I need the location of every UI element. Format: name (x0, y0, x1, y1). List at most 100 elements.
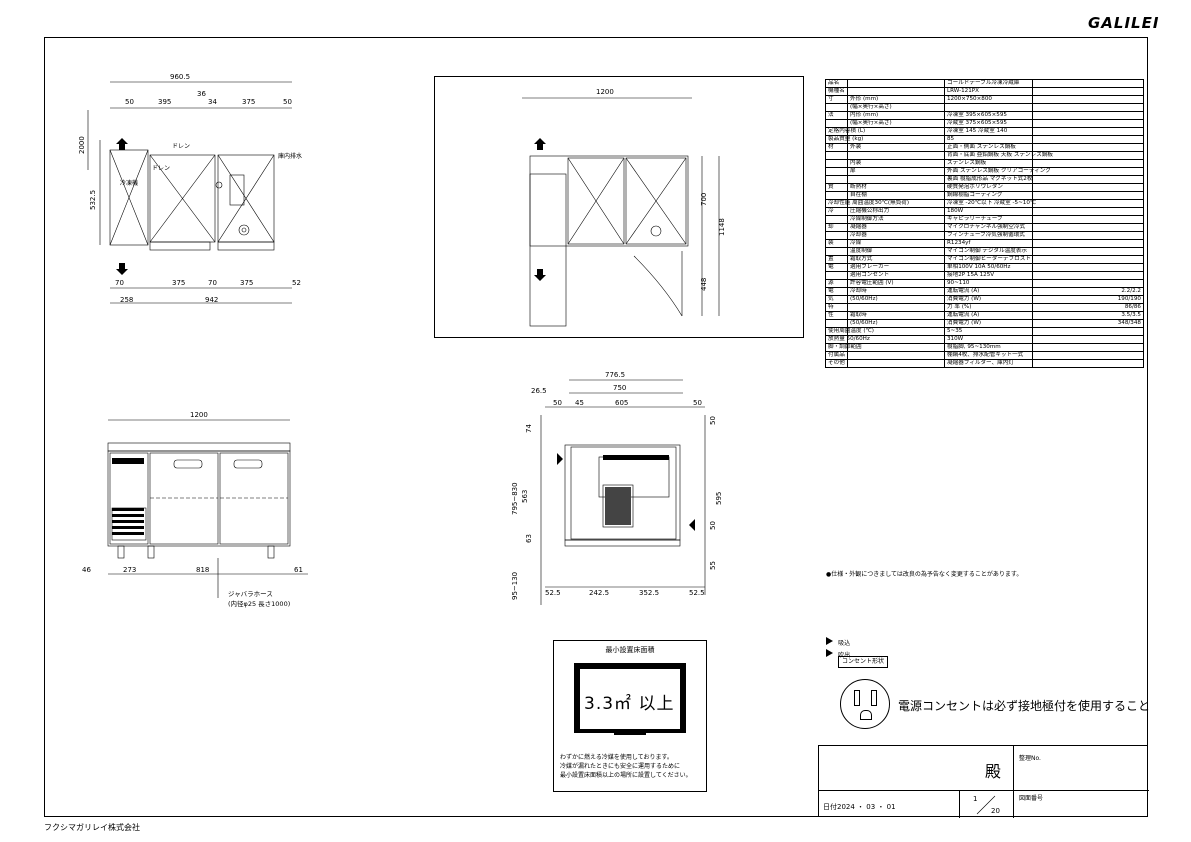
spec-cell: 190/190 (1032, 295, 1144, 304)
spec-cell (1032, 343, 1144, 352)
spec-cell: LRW-121PX (944, 87, 1033, 96)
spec-row: 気(50/60Hz)消費電力 (W)190/190 (825, 295, 1144, 304)
svg-text:448: 448 (700, 278, 708, 291)
spec-cell (1032, 111, 1144, 120)
spec-cell: マイクロチャンネル強制空冷式 (944, 223, 1033, 232)
spec-cell: 凝縮器フィルター、庫内灯 (944, 359, 1033, 368)
side-view-box: 1200 700 1148 448 (434, 76, 804, 338)
spec-cell: 2.2/2.2 (1032, 287, 1144, 296)
spec-cell (1032, 103, 1144, 112)
svg-text:36: 36 (197, 90, 206, 98)
svg-text:273: 273 (123, 566, 136, 574)
spec-cell: 5~35 (944, 327, 1033, 336)
spec-cell: 使用周囲温度 (℃) (825, 327, 874, 336)
svg-text:1200: 1200 (190, 411, 208, 419)
spec-cell: 裏面 樹脂成形品 マグネット式2枚 (944, 175, 1033, 184)
svg-text:595: 595 (715, 492, 723, 505)
spec-cell (825, 151, 848, 160)
spec-cell: 寸 (825, 95, 848, 104)
spec-cell (1032, 239, 1144, 248)
spec-row: 源許容電圧範囲 (V)90~110 (825, 279, 1144, 288)
spec-cell (1032, 351, 1144, 360)
spec-cell (847, 79, 945, 88)
spec-cell: 装 (825, 239, 848, 248)
svg-text:55: 55 (709, 561, 717, 570)
spec-cell: 鋼線樹脂コーティング (944, 191, 1033, 200)
svg-text:352.5: 352.5 (639, 589, 659, 597)
spec-cell: (幅×奥行×高さ) (847, 119, 945, 128)
spec-row: 適用コンセント接地2P 15A 125V (825, 271, 1144, 280)
svg-text:776.5: 776.5 (605, 371, 625, 379)
intake-label: 吸込 (838, 640, 851, 647)
spec-row: (幅×奥行×高さ) (825, 103, 1144, 112)
spec-cell: 棚網4枚、排水配管キット一式 (944, 351, 1033, 360)
spec-cell (1032, 79, 1144, 88)
spec-row: 質断熱材硬質発泡ポリウレタン (825, 183, 1144, 192)
svg-text:45: 45 (575, 399, 584, 407)
spec-cell: 定格内容積 (L) (825, 127, 865, 136)
spec-cell: 適用ブレーカー (847, 263, 945, 272)
spec-cell: 扉 (847, 167, 945, 176)
spec-row: 自在棚鋼線樹脂コーティング (825, 191, 1144, 200)
spec-cell (1032, 359, 1144, 368)
spec-row: 裏面 樹脂成形品 マグネット式2枚 (825, 175, 1144, 184)
spec-cell: 内装 (847, 159, 945, 168)
spec-cell (825, 175, 848, 184)
svg-text:960.5: 960.5 (170, 73, 190, 81)
spec-cell: 外装 (847, 143, 945, 152)
min-area-note-3: 最小設置床面積以上の場所に設置してください。 (560, 772, 692, 779)
spec-cell: 180W (944, 207, 1033, 216)
spec-cell (1032, 271, 1144, 280)
spec-cell: フィンチューブ冷気強制循環式 (944, 231, 1033, 240)
spec-cell: 法 (825, 111, 848, 120)
spec-cell: 85 (944, 135, 1033, 144)
spec-cell: 自在棚 (847, 191, 945, 200)
svg-text:26.5: 26.5 (531, 387, 547, 395)
spec-cell: 背面・底面 亜鉛鋼板 天板 ステンレス鋼板 (944, 151, 1053, 160)
spec-cell (825, 215, 848, 224)
spec-cell: 置 (825, 255, 848, 264)
svg-text:冷凍機: 冷凍機 (120, 179, 138, 187)
svg-text:818: 818 (196, 566, 209, 574)
spec-cell (1032, 223, 1144, 232)
min-area-title: 最小設置床面積 (605, 646, 655, 654)
spec-cell (1032, 127, 1144, 136)
spec-cell: 却 (825, 223, 848, 232)
intake-arrow-icon (826, 637, 833, 645)
spec-cell: 製品質量 (kg) (825, 135, 863, 144)
svg-text:52: 52 (292, 279, 301, 287)
svg-text:70: 70 (115, 279, 124, 287)
spec-cell (847, 351, 945, 360)
svg-text:563: 563 (521, 490, 529, 503)
spec-cell (1032, 255, 1144, 264)
svg-text:700: 700 (700, 193, 708, 206)
company-name: フクシマガリレイ株式会社 (44, 823, 140, 832)
spec-cell: 運転電流 (A) (944, 311, 1033, 320)
spec-cell: 機種名 (825, 87, 848, 96)
spec-cell: 348/348 (1032, 319, 1144, 328)
spec-row: 法内形 (mm)冷凍室 395×605×595 (825, 111, 1144, 120)
svg-text:46: 46 (82, 566, 91, 574)
svg-text:74: 74 (525, 424, 533, 433)
svg-text:942: 942 (205, 296, 218, 304)
spec-cell: (幅×奥行×高さ) (847, 103, 945, 112)
spec-cell (944, 103, 1033, 112)
spec-cell: 冷却時 (847, 287, 945, 296)
spec-cell: キャピラリーチューブ (944, 215, 1033, 224)
svg-text:34: 34 (208, 98, 217, 106)
spec-cell: R1234yf (944, 239, 1033, 248)
svg-text:395: 395 (158, 98, 171, 106)
spec-cell (1032, 175, 1144, 184)
svg-text:50: 50 (709, 521, 717, 530)
intake-legend: 吸込 (826, 630, 850, 649)
svg-text:63: 63 (525, 534, 533, 543)
spec-cell (825, 271, 848, 280)
spec-cell (825, 191, 848, 200)
spec-cell: 適用コンセント (847, 271, 945, 280)
spec-cell: 硬質発泡ポリウレタン (944, 183, 1033, 192)
svg-text:61: 61 (294, 566, 303, 574)
spec-cell (1032, 87, 1144, 96)
spec-cell (1032, 247, 1144, 256)
